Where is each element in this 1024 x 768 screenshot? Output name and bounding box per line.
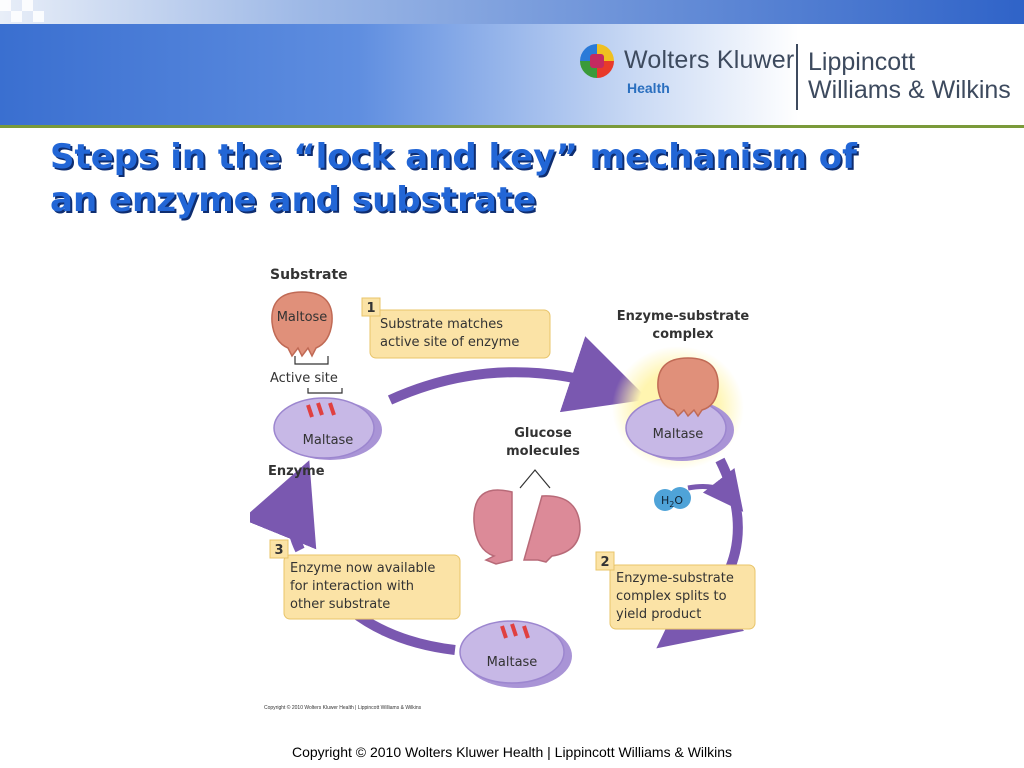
substrate-label: Substrate — [270, 267, 348, 283]
enzyme-bottom-shape — [459, 620, 565, 684]
water-atom-2 — [669, 487, 691, 509]
globe-icon — [580, 44, 614, 78]
step3-number-box — [269, 539, 289, 559]
step2-callout-box — [609, 564, 756, 630]
step3-number: 3 — [274, 543, 283, 558]
glucose-pointer — [519, 469, 551, 489]
title-line-1: Steps in the “lock and key” mechanism of — [50, 137, 857, 177]
slide-title: Steps in the “lock and key” mechanism of… — [50, 136, 1010, 222]
step2-number: 2 — [600, 555, 609, 570]
active-site-label: Active site — [270, 371, 338, 386]
water-o: O — [674, 494, 683, 507]
partner-name: Lippincott Williams & Wilkins — [808, 48, 1011, 104]
brand-name: Wolters Kluwer — [624, 46, 795, 74]
active-site-bracket-lower — [307, 388, 343, 394]
step1-callout-box — [369, 309, 551, 359]
enzyme-bottom-active-site-marks — [500, 623, 530, 639]
step2-number-box — [595, 551, 615, 571]
glucose-molecule-right — [523, 495, 581, 563]
cycle-arrow-top — [387, 336, 649, 413]
publisher-logo: Wolters Kluwer Health Lippincott William… — [580, 44, 1020, 114]
glucose-molecule-left — [473, 489, 513, 565]
substrate-maltose-text: Maltose — [277, 310, 328, 325]
water-sub: 2 — [669, 500, 674, 509]
slide-footer: Copyright © 2010 Wolters Kluwer Health |… — [0, 744, 1024, 760]
complex-label-line2: complex — [652, 327, 714, 342]
figure-copyright: Copyright © 2010 Wolters Kluwer Health |… — [264, 705, 422, 711]
active-site-bracket — [294, 356, 329, 365]
step3-line2: for interaction with — [290, 579, 414, 594]
enzyme-top-left-shape — [273, 397, 375, 459]
step3-callout-box — [283, 554, 461, 620]
water-label: H2O — [661, 494, 683, 509]
checker-decoration — [0, 0, 44, 24]
partner-line-2: Williams & Wilkins — [808, 76, 1011, 104]
title-line-2: an enzyme and substrate — [50, 180, 537, 220]
enzyme-active-site-marks — [306, 402, 336, 418]
complex-label-line1: Enzyme-substrate — [617, 309, 750, 324]
glucose-label-line2: molecules — [506, 444, 580, 459]
glucose-label-line1: Glucose — [514, 426, 572, 441]
partner-line-1: Lippincott — [808, 48, 916, 76]
enzyme-label: Enzyme — [268, 464, 325, 479]
header-divider-line — [0, 125, 1024, 128]
logo-divider — [796, 44, 798, 110]
step2-line3: yield product — [616, 607, 701, 622]
step2-line2: complex splits to — [616, 589, 727, 604]
step1-number: 1 — [366, 301, 375, 316]
water-arrow — [687, 467, 744, 512]
enzyme-cycle-diagram: Substrate Maltose Active site Maltase En… — [250, 267, 756, 688]
maltase-top-left-text: Maltase — [303, 433, 354, 448]
brand-sub: Health — [627, 80, 670, 96]
footer-copyright: Copyright © 2010 Wolters Kluwer Health |… — [291, 744, 733, 760]
step2-line1: Enzyme-substrate — [616, 571, 734, 586]
step1-line1: Substrate matches — [380, 317, 503, 332]
cycle-arrow-left — [250, 460, 317, 553]
step1-line2: active site of enzyme — [380, 335, 519, 350]
complex-substrate-shape — [657, 357, 719, 418]
maltase-bottom-text: Maltase — [487, 655, 538, 670]
water-h: H — [661, 494, 669, 507]
step3-line1: Enzyme now available — [290, 561, 435, 576]
step1-number-box — [361, 297, 381, 317]
step3-line3: other substrate — [290, 597, 390, 612]
slide-top-band — [0, 0, 1024, 24]
maltase-complex-text: Maltase — [653, 427, 704, 442]
substrate-maltose-shape — [271, 291, 333, 358]
